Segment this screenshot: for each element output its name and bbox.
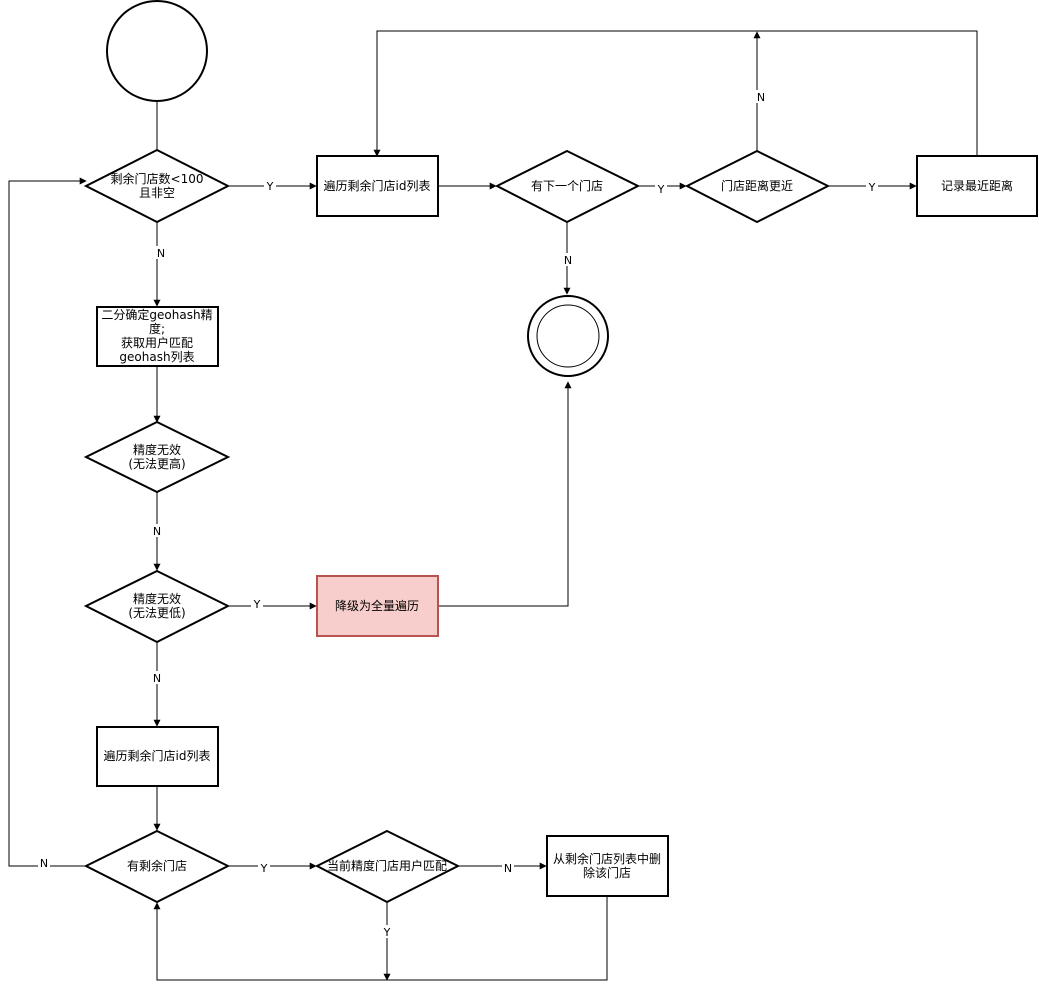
remove-store-process[interactable]: 从剩余门店列表中删除该门店 bbox=[546, 835, 669, 897]
edge-label-remaining-yes: Y bbox=[260, 862, 268, 875]
edge-label-next-yes: Y bbox=[657, 183, 665, 196]
start-node[interactable] bbox=[106, 0, 208, 102]
has-remaining-label: 有剩余门店 bbox=[127, 858, 187, 873]
edge-label-check-yes: Y bbox=[266, 180, 274, 193]
remove-store-line-2: 除该门店 bbox=[583, 865, 631, 880]
remove-store-line-1: 从剩余门店列表中删 bbox=[553, 851, 661, 866]
edge-label-remaining-no: N bbox=[40, 857, 48, 870]
has-next-label: 有下一个门店 bbox=[531, 178, 603, 193]
traverse-top-process[interactable]: 遍历剩余门店id列表 bbox=[316, 155, 439, 217]
precision-invalid-high-label: 精度无效(无法更高) bbox=[128, 442, 185, 471]
end-node[interactable] bbox=[527, 295, 609, 377]
edge-remaining-no bbox=[8, 177, 87, 867]
precision-invalid-low-label: 精度无效(无法更低) bbox=[128, 591, 185, 620]
has-next-line-1: 有下一个门店 bbox=[531, 178, 603, 193]
has-next-decision[interactable]: 有下一个门店 bbox=[494, 149, 641, 224]
edge-label-low-yes: Y bbox=[253, 598, 261, 611]
edge-label-match-yes: Y bbox=[383, 926, 391, 939]
binary-geohash-line-1: 二分确定geohash精 bbox=[101, 307, 212, 322]
edge-label-closer-no: N bbox=[757, 91, 765, 104]
edge-label-low-no: N bbox=[153, 672, 161, 685]
distance-closer-line-1: 门店距离更近 bbox=[721, 178, 793, 193]
check-remaining-line-2: 且非空 bbox=[139, 186, 175, 200]
distance-closer-label: 门店距离更近 bbox=[721, 178, 793, 193]
precision-invalid-high-decision[interactable]: 精度无效(无法更高) bbox=[83, 420, 231, 494]
edge-label-match-no: N bbox=[504, 862, 512, 875]
traverse-top-line-1: 遍历剩余门店id列表 bbox=[324, 178, 431, 193]
precision-invalid-high-line-1: 精度无效 bbox=[133, 442, 181, 457]
edge-label-next-no: N bbox=[564, 254, 572, 267]
check-remaining-line-1: 剩余门店数<100 bbox=[111, 171, 204, 186]
precision-invalid-high-line-2: (无法更高) bbox=[128, 456, 185, 471]
record-nearest-process[interactable]: 记录最近距离 bbox=[916, 155, 1038, 217]
edge-record-loop bbox=[373, 30, 978, 157]
precision-invalid-low-decision[interactable]: 精度无效(无法更低) bbox=[83, 569, 231, 644]
precision-match-label: 当前精度门店用户匹配 bbox=[327, 858, 447, 873]
precision-invalid-low-line-2: (无法更低) bbox=[128, 606, 185, 620]
record-nearest-line-1: 记录最近距离 bbox=[941, 178, 1013, 193]
binary-geohash-line-4: geohash列表 bbox=[119, 350, 194, 364]
remove-store-label: 从剩余门店列表中删除该门店 bbox=[553, 851, 661, 880]
edge-label-check-no: N bbox=[157, 247, 165, 260]
edge-downgrade-to-end bbox=[438, 381, 572, 607]
precision-match-decision[interactable]: 当前精度门店用户匹配 bbox=[314, 829, 461, 904]
binary-geohash-line-3: 获取用户匹配 bbox=[121, 335, 193, 350]
edge-label-closer-yes: Y bbox=[868, 181, 876, 194]
traverse-top-label: 遍历剩余门店id列表 bbox=[324, 178, 431, 193]
precision-match-line-1: 当前精度门店用户匹配 bbox=[327, 858, 447, 873]
record-nearest-label: 记录最近距离 bbox=[941, 178, 1013, 193]
traverse-bottom-line-1: 遍历剩余门店id列表 bbox=[104, 748, 211, 763]
downgrade-full-process[interactable]: 降级为全量遍历 bbox=[316, 575, 439, 637]
binary-geohash-line-2: 度; bbox=[149, 321, 165, 336]
has-remaining-line-1: 有剩余门店 bbox=[127, 858, 187, 873]
has-remaining-decision[interactable]: 有剩余门店 bbox=[83, 829, 231, 904]
precision-invalid-low-line-1: 精度无效 bbox=[133, 591, 181, 606]
downgrade-full-line-1: 降级为全量遍历 bbox=[335, 598, 419, 613]
traverse-bottom-label: 遍历剩余门店id列表 bbox=[104, 748, 211, 763]
edge-remove-loop bbox=[153, 896, 608, 981]
distance-closer-decision[interactable]: 门店距离更近 bbox=[684, 149, 831, 224]
edge-label-high-no: N bbox=[153, 525, 161, 538]
downgrade-full-label: 降级为全量遍历 bbox=[335, 598, 419, 613]
traverse-bottom-process[interactable]: 遍历剩余门店id列表 bbox=[96, 726, 219, 787]
